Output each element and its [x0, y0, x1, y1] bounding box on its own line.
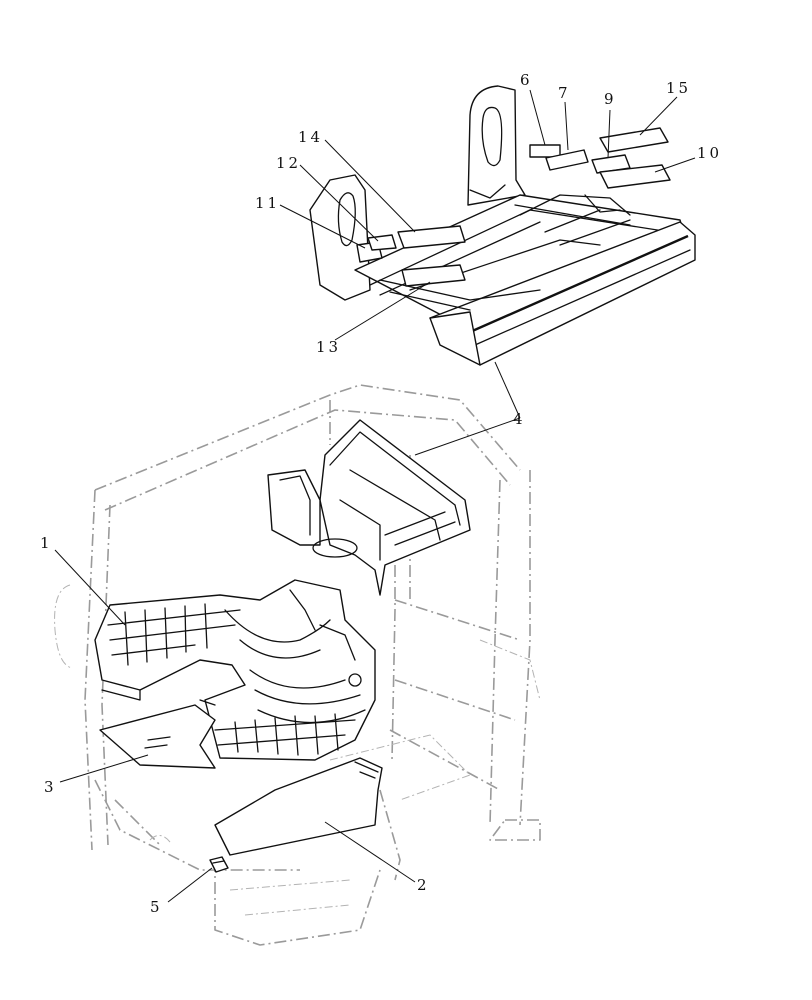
clip-5 — [209, 856, 229, 873]
leader-lines — [54, 89, 696, 903]
callout-13: 13 — [316, 338, 341, 356]
pad-7 — [545, 149, 589, 171]
callout-14: 14 — [298, 128, 323, 146]
callout-labels: 1 2 3 4 5 6 7 9 10 11 12 13 14 15 — [40, 71, 722, 916]
panel-2 — [214, 757, 383, 856]
pad-15 — [599, 127, 669, 153]
callout-12: 12 — [276, 154, 301, 172]
pad-13 — [401, 264, 466, 287]
seat-console — [267, 419, 471, 596]
callout-2: 2 — [417, 876, 430, 894]
callout-9: 9 — [604, 90, 617, 108]
callout-4: 4 — [513, 410, 526, 428]
callout-11: 11 — [255, 194, 280, 212]
callout-10: 10 — [697, 144, 722, 162]
callout-7: 7 — [558, 84, 571, 102]
pad-12 — [367, 234, 397, 251]
callout-1: 1 — [40, 534, 53, 552]
seat-support-frame — [309, 85, 696, 366]
pad-10 — [599, 164, 671, 189]
pad-6 — [529, 144, 561, 158]
panel-3 — [99, 704, 216, 769]
floor-mat — [94, 579, 376, 761]
callout-3: 3 — [44, 778, 57, 796]
callout-15: 15 — [666, 79, 691, 97]
callout-5: 5 — [150, 898, 163, 916]
callout-6: 6 — [520, 71, 533, 89]
